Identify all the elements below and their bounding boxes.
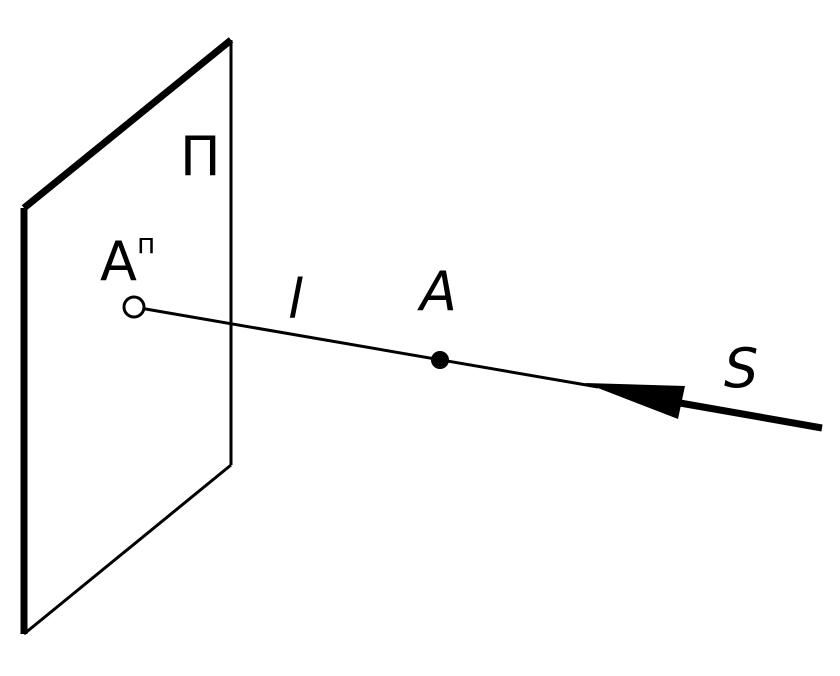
point-a xyxy=(431,351,449,369)
projection-plane xyxy=(20,37,234,636)
direction-arrow-s xyxy=(585,383,823,432)
projection-point-subscript: п xyxy=(137,227,155,260)
arrowhead xyxy=(585,383,685,419)
projection-point-label: A xyxy=(100,230,137,293)
line-label: l xyxy=(288,268,303,331)
direction-label: S xyxy=(724,337,758,400)
arrow-shaft xyxy=(679,399,823,432)
plane-top-edge xyxy=(21,37,234,211)
plane-label: П xyxy=(180,125,221,188)
projecting-line-l xyxy=(133,305,599,389)
plane-bottom-edge xyxy=(23,463,232,636)
point-label: A xyxy=(417,260,457,323)
point-a-projection xyxy=(122,295,146,319)
